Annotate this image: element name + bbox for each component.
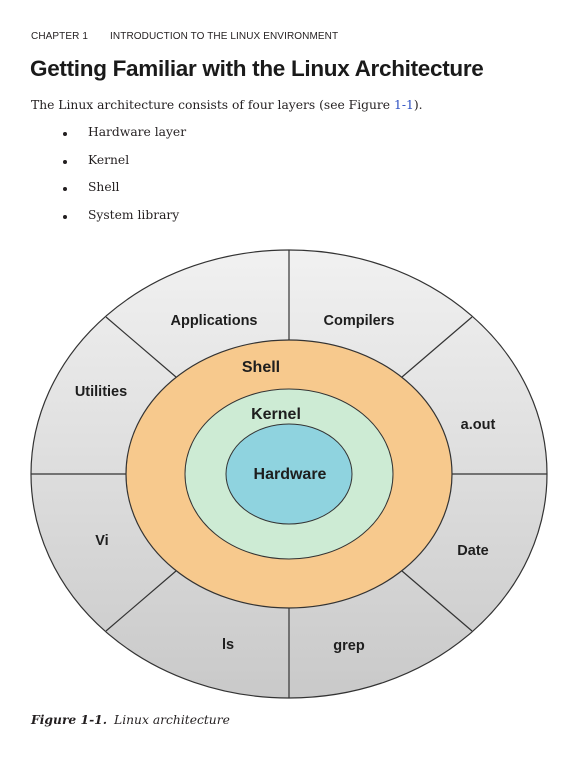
segment-label: grep: [333, 638, 365, 654]
figure-number: Figure 1-1.: [31, 712, 108, 727]
hardware-core: [225, 423, 353, 525]
segment-divider: [401, 316, 473, 378]
chapter-title: INTRODUCTION TO THE LINUX ENVIRONMENT: [110, 31, 339, 42]
bullet-icon: [63, 132, 67, 136]
caption-text: Linux architecture: [114, 713, 230, 727]
segment-label: Utilities: [75, 384, 127, 400]
running-head: CHAPTER 1 INTRODUCTION TO THE LINUX ENVIR…: [31, 31, 338, 42]
chapter-label: CHAPTER 1: [31, 31, 89, 42]
segment-divider: [401, 570, 473, 632]
list-item-label: Kernel: [88, 152, 130, 167]
segment-label: a.out: [461, 417, 496, 433]
figure-caption: Figure 1-1. Linux architecture: [31, 712, 230, 727]
bullet-icon: [63, 214, 67, 219]
shell-label: Shell: [242, 359, 280, 376]
segment-divider: [105, 570, 177, 632]
intro-text: The Linux architecture consists of four …: [31, 98, 394, 112]
kernel-label: Kernel: [251, 406, 301, 423]
section-title: Getting Familiar with the Linux Architec…: [30, 56, 484, 81]
bullet-icon: [63, 187, 67, 191]
segment-label: Compilers: [324, 313, 395, 329]
segment-label: Date: [457, 543, 488, 559]
bullet-icon: [63, 159, 67, 164]
list-item-label: Shell: [88, 180, 120, 194]
hardware-label: Hardware: [254, 466, 327, 483]
segment-divider: [105, 316, 177, 378]
intro-end: ).: [413, 98, 423, 112]
segment-label: Vi: [95, 533, 108, 549]
segment-label: ls: [222, 637, 234, 653]
figure-link[interactable]: 1-1: [394, 98, 414, 112]
list-item-label: Hardware layer: [88, 125, 187, 139]
segment-label: Applications: [170, 313, 257, 329]
list-item-label: System library: [88, 207, 180, 222]
intro-paragraph: The Linux architecture consists of four …: [31, 98, 423, 112]
